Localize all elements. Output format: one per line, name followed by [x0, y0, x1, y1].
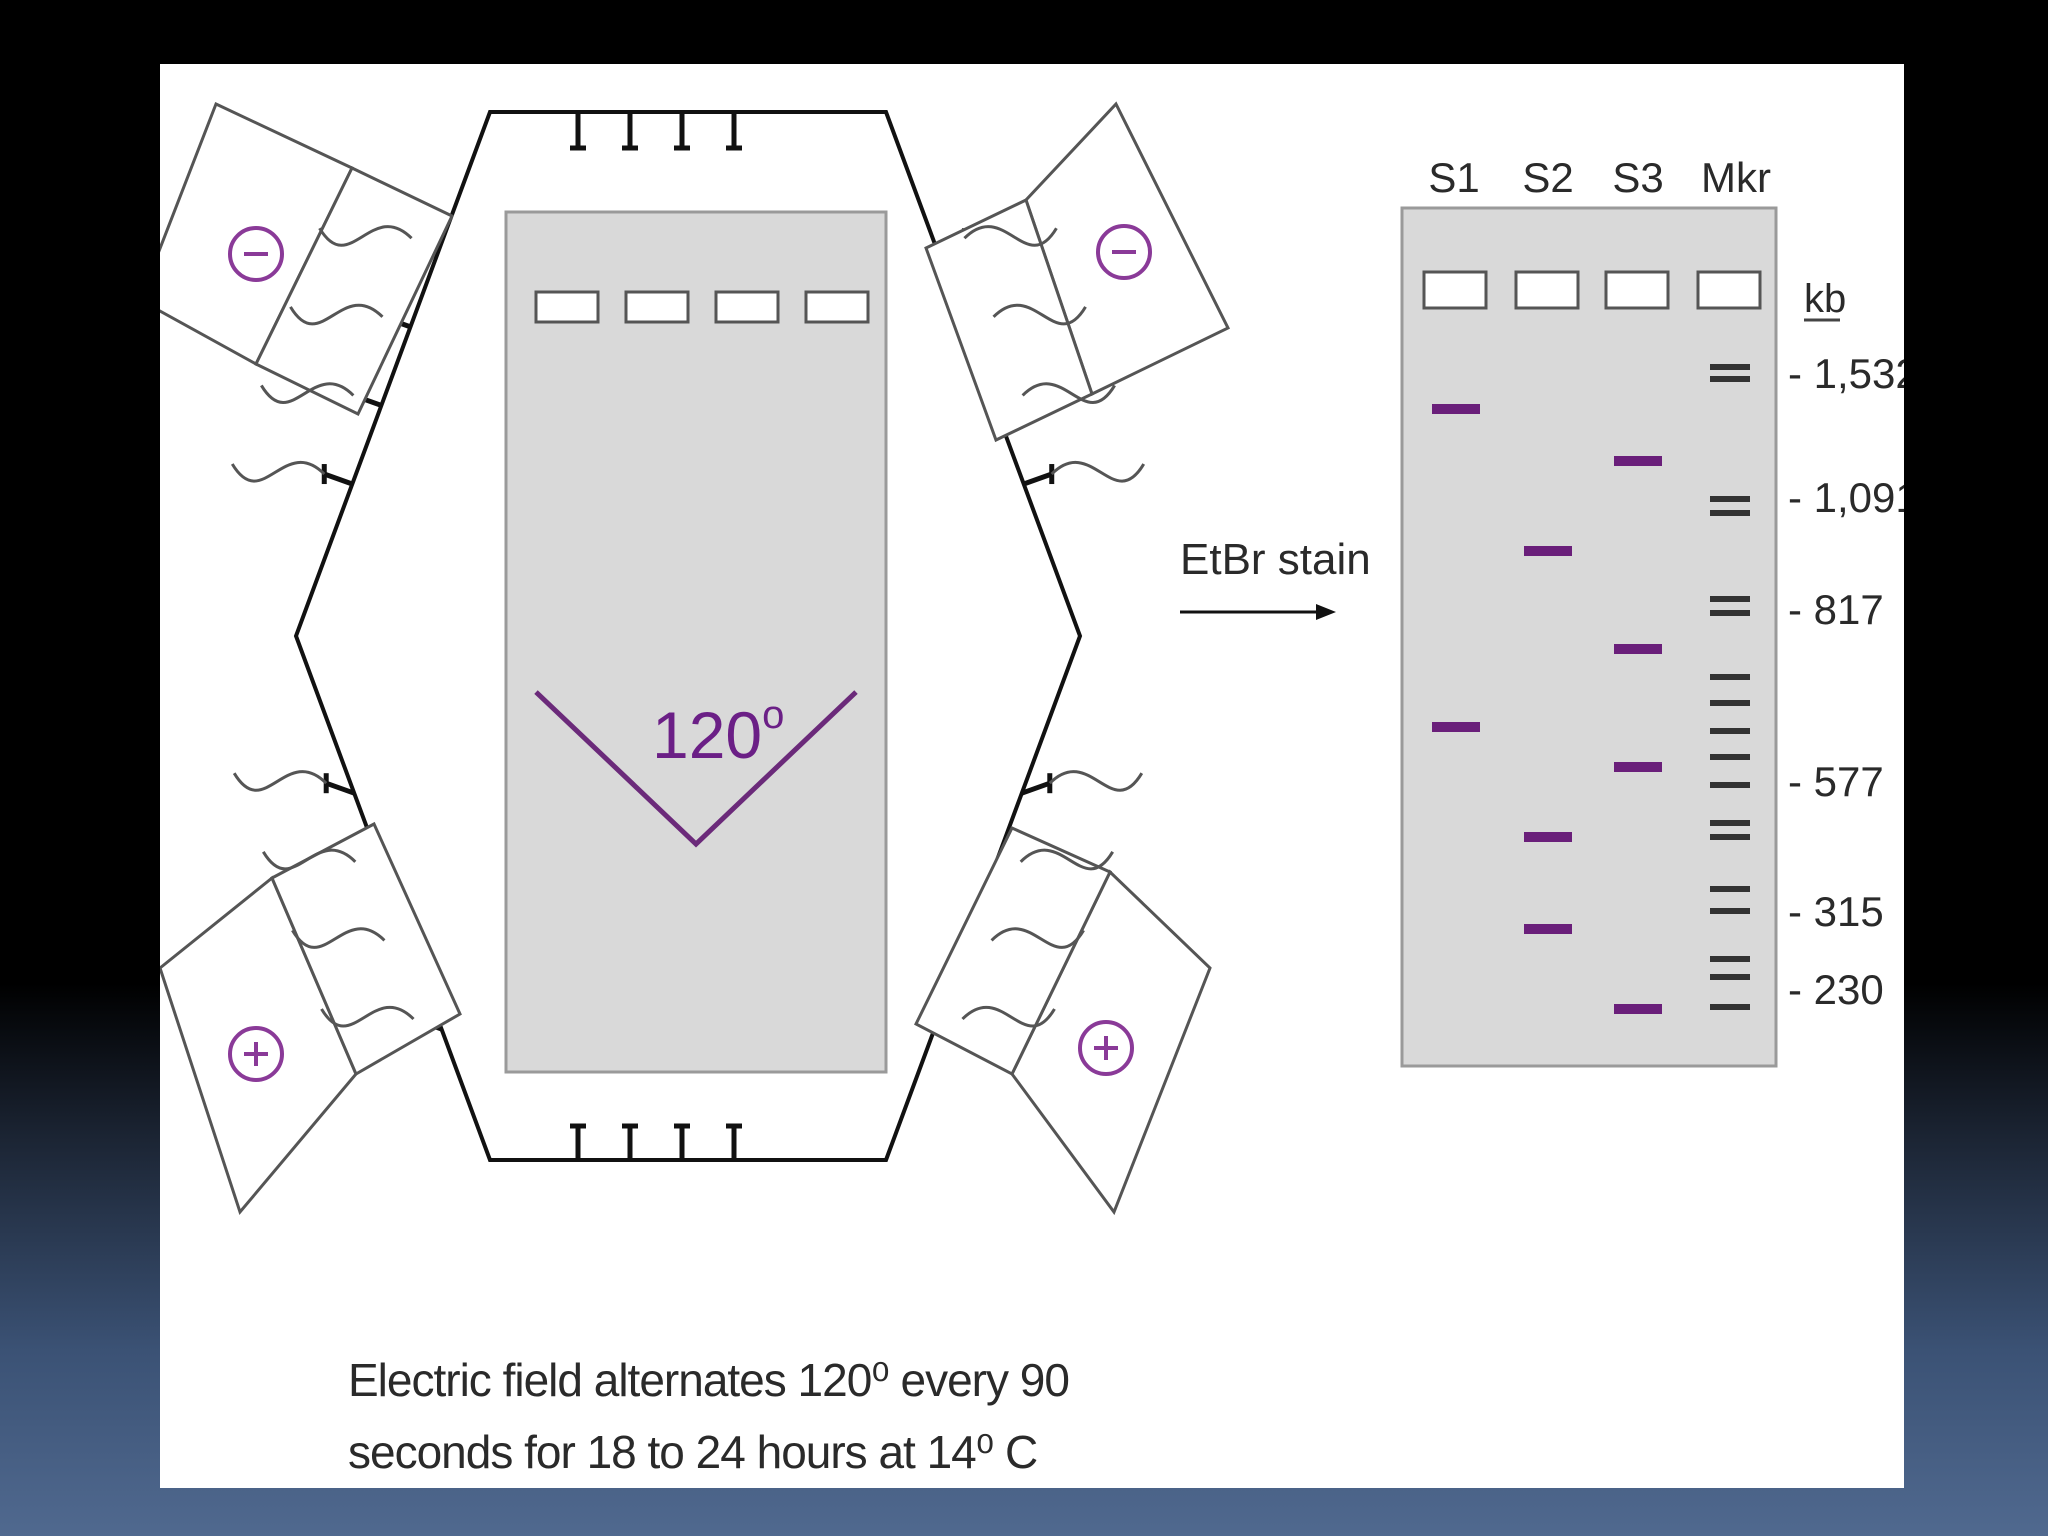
band-s2 [1524, 924, 1572, 934]
band-s1 [1432, 722, 1480, 732]
result-gel [1400, 206, 1778, 1068]
marker-band [1710, 728, 1750, 734]
electrode-wire [262, 848, 357, 871]
band-s3 [1614, 644, 1662, 654]
marker-size-1091: - 1,091 [1788, 474, 1904, 521]
marker-band [1710, 782, 1750, 788]
electrode-connector [924, 197, 1094, 443]
electrode-wire [318, 225, 413, 247]
gel-well [624, 290, 690, 324]
gel-well [1696, 270, 1762, 310]
electrode-wire [990, 927, 1085, 949]
marker-size-817: - 817 [1788, 586, 1884, 633]
power-supply-top-right [924, 101, 1231, 443]
minus-terminal-icon [228, 226, 284, 282]
marker-band [1710, 376, 1750, 382]
caption: Electric field alternates 120⁰ every 90 … [348, 1344, 1248, 1488]
marker-band [1710, 596, 1750, 602]
electrode-pin [323, 471, 354, 487]
band-s3 [1614, 456, 1662, 466]
gel-well [534, 290, 600, 324]
marker-band [1710, 1004, 1750, 1010]
lane-label-s3: S3 [1612, 154, 1663, 201]
plus-terminal-icon [228, 1026, 284, 1082]
gel-well [1514, 270, 1580, 310]
marker-band [1710, 886, 1750, 892]
lane-label-s2: S2 [1522, 154, 1573, 201]
gel-slab [504, 210, 888, 1074]
power-supply-bottom-left [160, 821, 462, 1216]
gel-well [714, 290, 780, 324]
marker-size-315: - 315 [1788, 888, 1884, 935]
chef-gel-diagram: 120o [160, 101, 1904, 1216]
electrode-wire [232, 770, 328, 792]
marker-size-1532: - 1,532 [1788, 350, 1904, 397]
marker-band [1710, 834, 1750, 840]
electrode-pin [1020, 780, 1051, 796]
marker-band [1710, 908, 1750, 914]
electrode-wire [291, 927, 386, 949]
stain-arrow-head [1316, 604, 1336, 620]
marker-size-577: - 577 [1788, 758, 1884, 805]
sample-bands [1432, 404, 1662, 1014]
electrode-connector [253, 166, 454, 417]
unit-label: kb [1804, 277, 1846, 321]
band-s2 [1524, 832, 1572, 842]
gel-well [1604, 270, 1670, 310]
marker-band [1710, 820, 1750, 826]
marker-band [1710, 754, 1750, 760]
caption-line-1: Electric field alternates 120⁰ every 90 [348, 1354, 1070, 1406]
electrode-wire [963, 225, 1058, 247]
minus-terminal-icon [1096, 224, 1152, 280]
electrode-wires [230, 225, 1146, 1028]
electrode-wire [289, 303, 384, 326]
lane-label-s1: S1 [1428, 154, 1479, 201]
band-s2 [1524, 546, 1572, 556]
arrow-label: EtBr stain [1180, 535, 1371, 584]
electrode-wire [320, 1005, 415, 1028]
electrode-connector [270, 821, 462, 1077]
marker-band [1710, 364, 1750, 370]
angle-label: 120o [652, 693, 784, 772]
slide-canvas: 120o [160, 64, 1904, 1488]
marker-band [1710, 956, 1750, 962]
marker-bands [1710, 364, 1750, 1010]
electrode-pin [325, 780, 356, 796]
electrode-wire [992, 303, 1087, 326]
gel-well [1422, 270, 1488, 310]
lane-label-mkr: Mkr [1701, 154, 1771, 201]
band-s1 [1432, 404, 1480, 414]
electrode-wire [1019, 848, 1114, 871]
marker-band [1710, 496, 1750, 502]
marker-size-230: - 230 [1788, 966, 1884, 1013]
marker-band [1710, 974, 1750, 980]
gel-well [804, 290, 870, 324]
band-s3 [1614, 762, 1662, 772]
electrode-wire [1050, 460, 1146, 483]
electrode-wire [260, 382, 355, 404]
result-wells [1422, 270, 1762, 310]
plus-terminal-icon [1078, 1020, 1134, 1076]
marker-band [1710, 510, 1750, 516]
band-s3 [1614, 1004, 1662, 1014]
gel-wells [534, 290, 870, 324]
electrode-wire [1021, 382, 1116, 404]
electrode-wire [1048, 770, 1144, 792]
electrode-wire [230, 460, 326, 483]
power-supply-top-left [160, 101, 454, 417]
marker-band [1710, 674, 1750, 680]
field-angle-lines [534, 690, 858, 848]
marker-band [1710, 610, 1750, 616]
electrode-pin [1022, 471, 1053, 487]
power-supply-bottom-right [914, 826, 1212, 1216]
caption-line-2: seconds for 18 to 24 hours at 14⁰ C [348, 1426, 1038, 1478]
marker-band [1710, 700, 1750, 706]
electrode-connector [914, 826, 1113, 1077]
electrode-wire [961, 1005, 1056, 1028]
